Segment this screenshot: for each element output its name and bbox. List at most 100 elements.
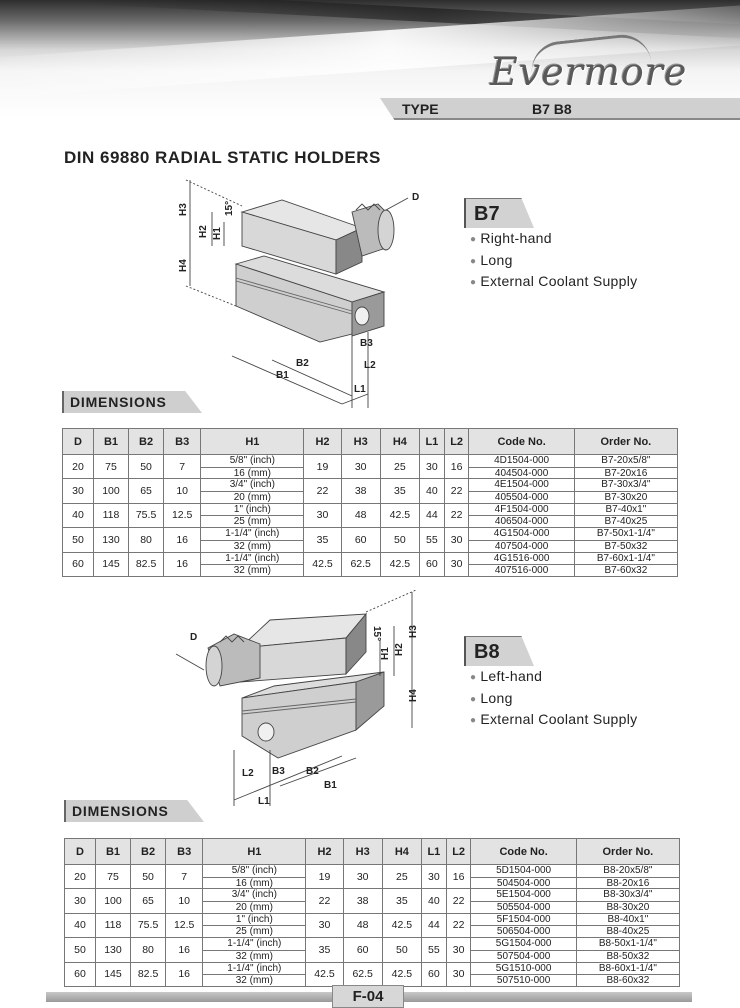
cell-l2: 30 — [443, 552, 470, 577]
cell-h3: 60 — [342, 937, 383, 963]
cell-h1: 5/8" (inch)16 (mm) — [202, 864, 307, 890]
cell-h1-line: 1" (inch) — [235, 913, 273, 925]
cell-code-line: 407516-000 — [469, 564, 574, 576]
cell-b3: 10 — [165, 888, 204, 914]
cell-code-line: 4G1504-000 — [493, 528, 550, 540]
column-header: D — [62, 428, 94, 455]
brand-logo: Evermore — [490, 50, 688, 94]
cell-l1: 40 — [418, 478, 445, 504]
cell-order-line: B8-30x20 — [576, 901, 679, 913]
cell-order-line: B8-20x16 — [576, 876, 679, 889]
column-header: L2 — [443, 428, 470, 455]
cell-code-line: 506504-000 — [471, 925, 576, 937]
b7-badge: B7 — [464, 198, 534, 228]
cell-h1-line: 1-1/4" (inch) — [225, 528, 280, 540]
cell-b2: 65 — [130, 888, 167, 914]
cell-order-line: B7-30x20 — [574, 491, 677, 503]
cell-l1: 40 — [420, 888, 447, 914]
cell-h2: 42.5 — [305, 962, 344, 987]
cell-h4: 42.5 — [379, 503, 420, 529]
cell-order: B7-40x1"B7-40x25 — [573, 503, 679, 529]
cell-h4: 35 — [379, 478, 420, 504]
page-title: DIN 69880 RADIAL STATIC HOLDERS — [64, 148, 381, 167]
cell-l2: 30 — [445, 937, 472, 963]
cell-h2: 30 — [303, 503, 342, 529]
cell-b3: 16 — [165, 937, 204, 963]
dim-label-h3: H3 — [408, 625, 419, 638]
cell-order-line: B7-20x5/8" — [601, 455, 651, 466]
column-header: H4 — [381, 838, 422, 865]
cell-h1-line: 20 (mm) — [203, 901, 306, 913]
cell-h1: 1-1/4" (inch)32 (mm) — [200, 527, 305, 553]
cell-h1: 3/4" (inch)20 (mm) — [202, 888, 307, 914]
cell-code-line: 406504-000 — [469, 515, 574, 527]
feature-item: Long — [470, 251, 637, 273]
column-header: H3 — [340, 428, 381, 455]
dim-label-b1: B1 — [276, 370, 289, 381]
cell-order: B8-50x1-1/4"B8-50x32 — [575, 937, 681, 963]
cell-h1-line: 20 (mm) — [201, 491, 304, 503]
column-header: Order No. — [573, 428, 679, 455]
cell-b2: 80 — [130, 937, 167, 963]
cell-order-line: B7-20x16 — [574, 466, 677, 479]
cell-h4: 25 — [381, 864, 422, 890]
column-header: B3 — [165, 838, 204, 865]
cell-h1-line: 32 (mm) — [201, 564, 304, 576]
dim-label-l2: L2 — [242, 768, 254, 779]
cell-h4: 42.5 — [379, 552, 420, 577]
cell-h1-line: 16 (mm) — [201, 466, 304, 479]
cell-code-line: 4E1504-000 — [494, 479, 549, 491]
dim-label-b3: B3 — [360, 338, 373, 349]
cell-l2: 22 — [443, 478, 470, 504]
column-header: B3 — [163, 428, 202, 455]
dim-label-b2: B2 — [306, 766, 319, 777]
b7-dimensions-title: DIMENSIONS — [62, 391, 202, 413]
cell-h1: 5/8" (inch)16 (mm) — [200, 454, 305, 480]
cell-code-line: 5F1504-000 — [496, 913, 551, 925]
cell-h2: 35 — [305, 937, 344, 963]
cell-h3: 62.5 — [340, 552, 381, 577]
cell-l1: 60 — [418, 552, 445, 577]
cell-order-line: B8-40x1" — [607, 913, 649, 925]
cell-b2: 50 — [130, 864, 167, 890]
cell-b2: 50 — [128, 454, 165, 480]
cell-b1: 100 — [94, 888, 132, 914]
feature-item: External Coolant Supply — [470, 272, 637, 294]
cell-order-line: B8-60x1-1/4" — [598, 962, 657, 974]
cell-code-line: 4G1516-000 — [493, 552, 550, 564]
cell-order: B7-20x5/8"B7-20x16 — [573, 454, 679, 480]
dim-label-h4: H4 — [178, 259, 189, 272]
cell-b1: 130 — [92, 527, 130, 553]
cell-code-line: 404504-000 — [469, 466, 574, 479]
column-header: H1 — [200, 428, 305, 455]
cell-l1: 55 — [418, 527, 445, 553]
cell-h1-line: 32 (mm) — [203, 974, 306, 986]
cell-h1-line: 25 (mm) — [203, 925, 306, 937]
cell-d: 50 — [64, 937, 96, 963]
dim-label-b3: B3 — [272, 766, 285, 777]
cell-b1: 145 — [94, 962, 132, 987]
cell-order-line: B8-50x32 — [576, 949, 679, 962]
cell-h1-line: 32 (mm) — [201, 539, 304, 552]
cell-h1-line: 25 (mm) — [201, 515, 304, 527]
cell-h1-line: 1-1/4" (inch) — [227, 962, 282, 974]
cell-d: 40 — [64, 913, 96, 939]
cell-order-line: B7-30x3/4" — [601, 479, 651, 491]
cell-h1-line: 1-1/4" (inch) — [227, 938, 282, 950]
b8-badge: B8 — [464, 636, 534, 666]
cell-h2: 19 — [303, 454, 342, 480]
cell-order-line: B7-60x1-1/4" — [596, 552, 655, 564]
cell-h2: 42.5 — [303, 552, 342, 577]
cell-code-line: 505504-000 — [471, 901, 576, 913]
cell-b1: 130 — [94, 937, 132, 963]
cell-h1: 1-1/4" (inch)32 (mm) — [202, 937, 307, 963]
